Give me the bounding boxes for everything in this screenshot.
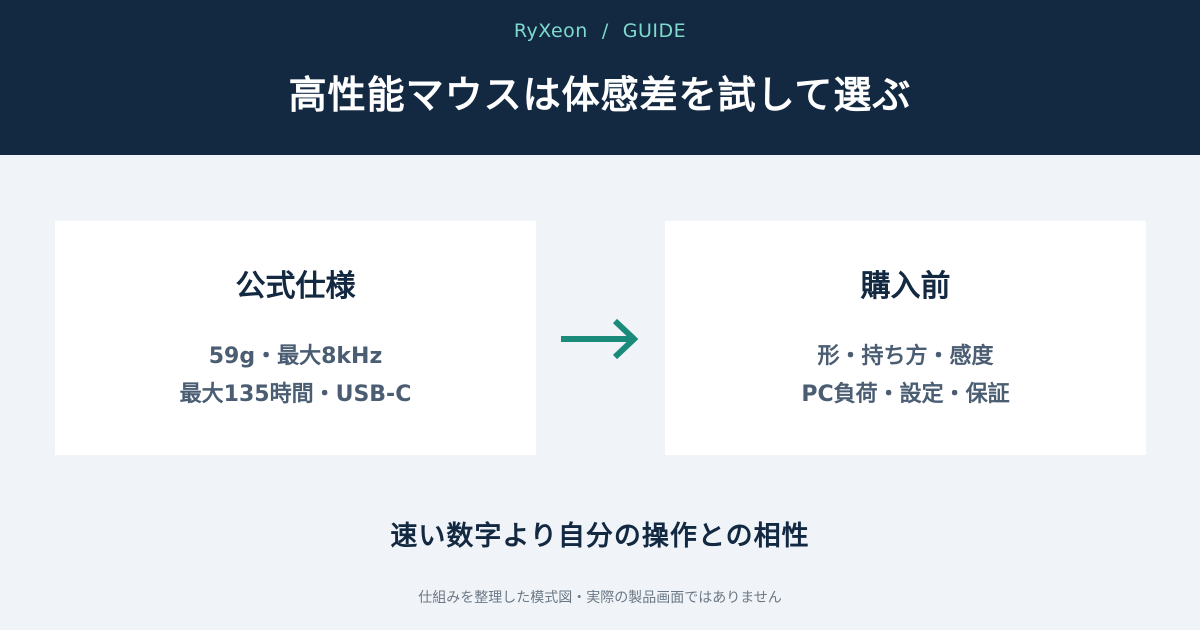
footnote: 仕組みを整理した模式図・実際の製品画面ではありません <box>418 590 782 606</box>
header-banner: RyXeon / GUIDE 高性能マウスは体感差を試して選ぶ <box>0 0 1200 155</box>
arrow-right-icon <box>561 318 639 360</box>
page-title: 高性能マウスは体感差を試して選ぶ <box>288 73 912 117</box>
spec-card-heading: 公式仕様 <box>235 269 356 304</box>
brand-name: RyXeon <box>513 20 588 42</box>
breadcrumb-separator: / <box>601 20 609 42</box>
pre-purchase-card-heading: 購入前 <box>860 269 951 304</box>
pre-purchase-card: 購入前 形・持ち方・感度 PC負荷・設定・保証 <box>665 221 1146 455</box>
brand-breadcrumb: RyXeon / GUIDE <box>0 20 1200 42</box>
spec-card-line-2: 最大135時間・USB-C <box>179 382 412 407</box>
section-label: GUIDE <box>622 20 687 42</box>
tagline: 速い数字より自分の操作との相性 <box>390 521 810 552</box>
pre-purchase-card-line-1: 形・持ち方・感度 <box>817 344 994 369</box>
spec-card-line-1: 59g・最大8kHz <box>208 344 383 369</box>
pre-purchase-card-line-2: PC負荷・設定・保証 <box>801 382 1010 407</box>
spec-card: 公式仕様 59g・最大8kHz 最大135時間・USB-C <box>55 221 536 455</box>
